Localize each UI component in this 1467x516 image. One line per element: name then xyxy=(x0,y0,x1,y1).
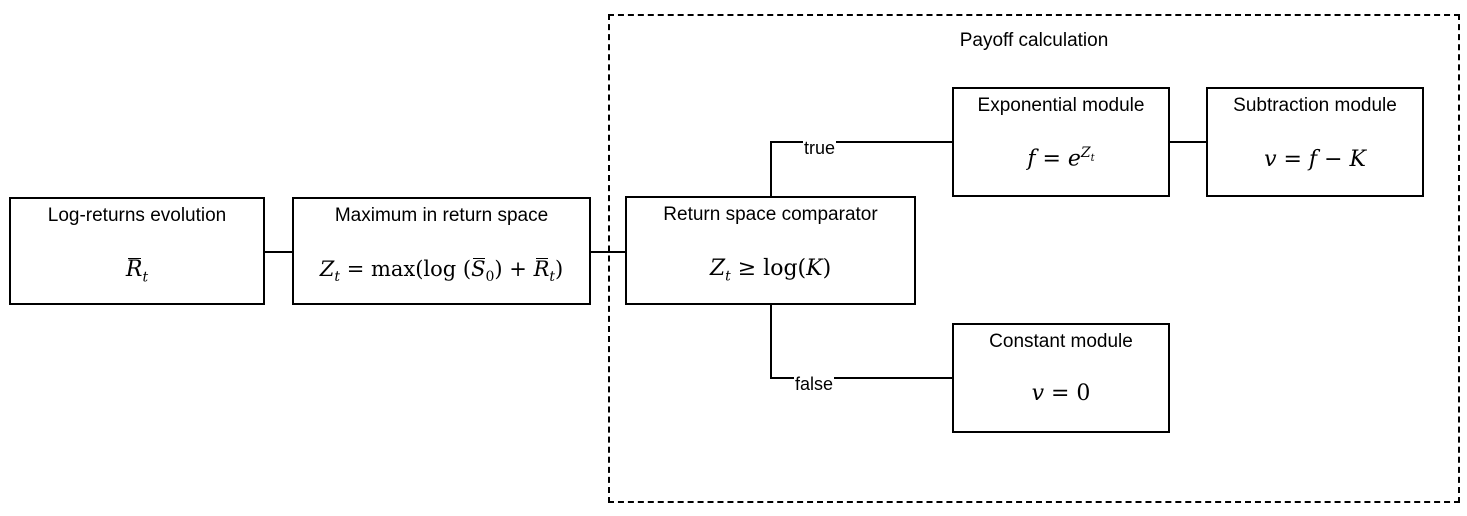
subtraction-node: Subtraction module v = f − K xyxy=(1206,87,1424,197)
comparator-title: Return space comparator xyxy=(663,204,878,225)
edge-false-horizontal xyxy=(770,377,953,379)
subtraction-formula: v = f − K xyxy=(1264,147,1366,172)
constant-formula: v = 0 xyxy=(1031,381,1091,406)
edge-false-vertical xyxy=(770,304,772,378)
log-returns-formula: Rt xyxy=(125,257,149,286)
true-edge-label: true xyxy=(803,138,837,158)
false-edge-label: false xyxy=(794,374,835,394)
exponential-node: Exponential module f = eZt xyxy=(952,87,1170,197)
edge-true-vertical xyxy=(770,141,772,197)
log-returns-title: Log-returns evolution xyxy=(47,205,227,226)
edge-logreturns-maximum xyxy=(264,251,293,253)
edge-exponential-subtraction xyxy=(1169,141,1207,143)
payoff-calculation-group xyxy=(608,14,1460,503)
log-returns-node: Log-returns evolution Rt xyxy=(9,197,265,305)
group-title: Payoff calculation xyxy=(959,30,1109,51)
exponential-title: Exponential module xyxy=(977,95,1145,116)
comparator-formula: Zt ≥ log(K) xyxy=(709,256,832,285)
maximum-title: Maximum in return space xyxy=(334,205,549,226)
maximum-formula: Zt = max(log (S0) + Rt) xyxy=(319,257,564,286)
exponential-formula: f = eZt xyxy=(1027,145,1095,172)
edge-true-horizontal xyxy=(770,141,953,143)
maximum-node: Maximum in return space Zt = max(log (S0… xyxy=(292,197,591,305)
edge-maximum-comparator xyxy=(590,251,626,253)
constant-title: Constant module xyxy=(989,331,1133,352)
constant-node: Constant module v = 0 xyxy=(952,323,1170,433)
subtraction-title: Subtraction module xyxy=(1233,95,1397,116)
comparator-node: Return space comparator Zt ≥ log(K) xyxy=(625,196,916,305)
